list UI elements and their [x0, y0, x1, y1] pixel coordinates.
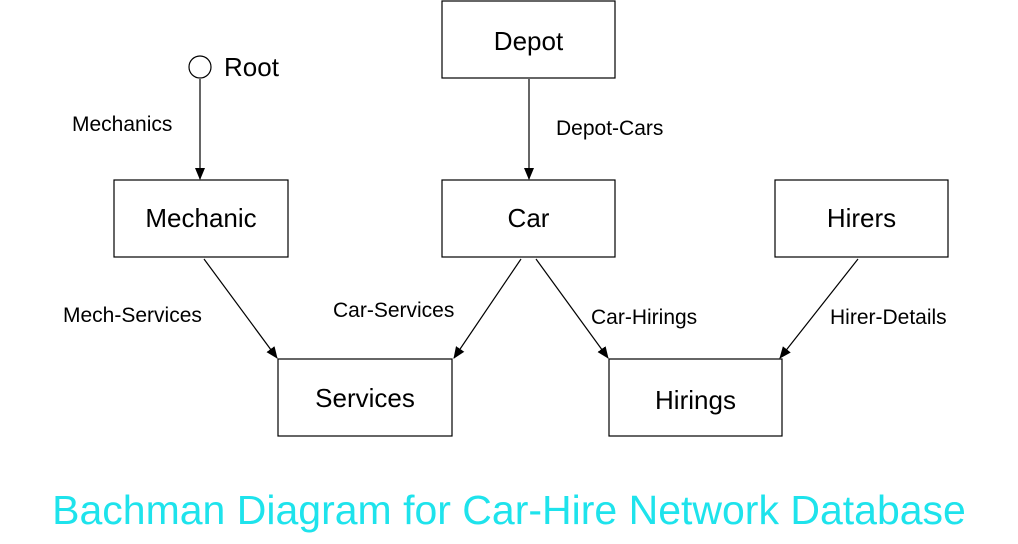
link-label-car-services: Car-Services — [333, 299, 454, 322]
root-node: Root — [188, 52, 280, 82]
root-circle-icon — [188, 55, 212, 79]
record-box-hirings: Hirings — [608, 358, 783, 437]
link-line-hirer-details — [779, 258, 859, 359]
record-box-mechanic: Mechanic — [113, 179, 289, 258]
diagram-title: Bachman Diagram for Car-Hire Network Dat… — [52, 487, 966, 533]
record-box-services: Services — [277, 358, 453, 437]
link-label-mech-services: Mech-Services — [63, 304, 202, 327]
record-box-car: Car — [441, 179, 616, 258]
link-line-car-hirings — [535, 258, 609, 359]
root-label: Root — [224, 52, 280, 82]
record-box-hirers: Hirers — [774, 179, 949, 258]
link-label-depot-cars: Depot-Cars — [556, 117, 663, 140]
link-line-mech-services — [203, 258, 278, 359]
record-label-hirers: Hirers — [827, 203, 896, 233]
record-label-mechanic: Mechanic — [145, 203, 256, 233]
link-label-hirer-details: Hirer-Details — [830, 306, 947, 329]
link-label-mechanics: Mechanics — [72, 113, 172, 136]
record-label-depot: Depot — [494, 26, 564, 56]
record-label-hirings: Hirings — [655, 385, 736, 415]
link-line-car-services — [453, 258, 522, 359]
record-label-car: Car — [508, 203, 550, 233]
record-label-services: Services — [315, 383, 415, 413]
link-label-car-hirings: Car-Hirings — [591, 306, 697, 329]
record-box-depot: Depot — [441, 0, 616, 79]
